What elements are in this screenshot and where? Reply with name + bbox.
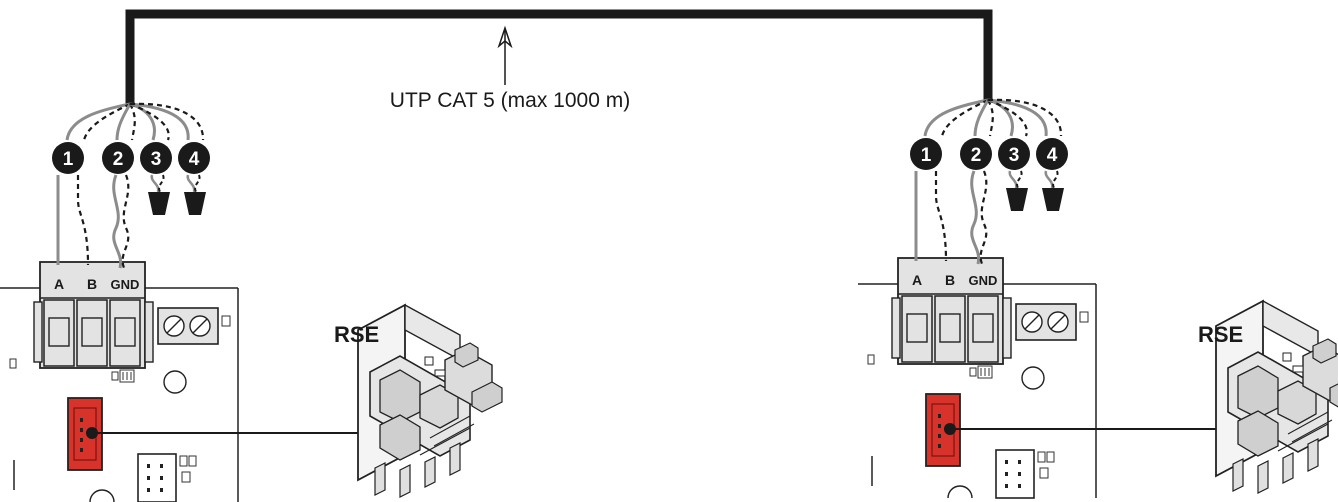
wire-number-2: 2 [971, 145, 982, 166]
left-control-unit: A B GND 1 2 3 4 RSE [0, 102, 504, 502]
rse-board-label: RSE [334, 322, 379, 347]
terminal-label-a: A [54, 276, 64, 292]
terminal-label-gnd: GND [111, 277, 140, 292]
terminal-label-b: B [945, 272, 955, 288]
terminal-label-gnd: GND [969, 273, 998, 288]
wire-number-3: 3 [1009, 145, 1020, 166]
terminal-label-b: B [87, 276, 97, 292]
rse-board-label: RSE [1198, 322, 1243, 347]
utp-cable [125, 9, 993, 104]
wire-number-4: 4 [1047, 145, 1058, 166]
right-control-unit: A B GND 1 2 3 4 RSE [856, 98, 1338, 500]
terminal-label-a: A [912, 272, 922, 288]
wire-number-3: 3 [151, 149, 162, 170]
cable-pointer-arrow [497, 25, 513, 85]
wire-number-1: 1 [63, 149, 74, 170]
cable-label: UTP CAT 5 (max 1000 m) [390, 89, 630, 112]
wire-number-2: 2 [113, 149, 124, 170]
wire-number-1: 1 [921, 145, 932, 166]
wire-number-4: 4 [189, 149, 200, 170]
